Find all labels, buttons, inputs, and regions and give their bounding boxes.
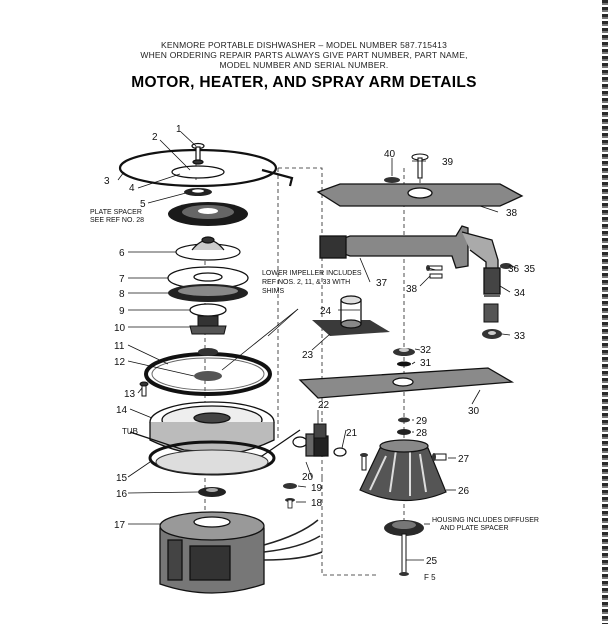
bolt-part-39	[411, 153, 429, 179]
note-housing-2: AND PLATE SPACER	[440, 525, 509, 532]
bolt-part-1	[191, 142, 205, 165]
label-part-1: 1	[176, 124, 182, 135]
hub-plate-part-4	[171, 165, 225, 179]
housing-part-26	[359, 439, 447, 502]
label-part-15: 15	[116, 473, 128, 484]
label-part-23: 23	[302, 350, 314, 361]
header-ordering-line: WHEN ORDERING REPAIR PARTS ALWAYS GIVE P…	[140, 50, 468, 60]
label-part-36: 36	[508, 264, 520, 275]
note-housing-1: HOUSING INCLUDES DIFFUSER	[432, 517, 539, 524]
nut-part-32	[393, 348, 415, 356]
lower-spray-arm-part-30	[298, 367, 515, 399]
fitting-part-33	[482, 303, 502, 339]
heater-clip-part-22	[313, 423, 327, 439]
label-part-12: 12	[114, 357, 126, 368]
screw-part-38b	[429, 273, 443, 279]
note-plate-spacer-2: SEE REF NO. 28	[90, 217, 144, 224]
label-part-38-upper: 38	[506, 208, 518, 219]
bolt-part-25	[399, 533, 409, 576]
spacer-part-29	[398, 417, 410, 423]
label-part-4: 4	[129, 183, 135, 194]
label-part-22: 22	[318, 400, 330, 411]
label-part-21: 21	[346, 428, 358, 439]
label-part-29: 29	[416, 416, 428, 427]
label-part-33: 33	[514, 331, 526, 342]
washer-part-5	[184, 188, 212, 196]
page-number: F 5	[424, 573, 436, 582]
pump-base-part-14	[149, 401, 275, 456]
screw-part-18	[285, 498, 295, 509]
label-part-26: 26	[458, 486, 470, 497]
scan-edge	[602, 0, 608, 624]
heater-clip-part-21	[333, 447, 347, 457]
label-part-3: 3	[104, 176, 110, 187]
bushing-part-24	[340, 295, 362, 329]
label-part-20: 20	[302, 472, 314, 483]
mount-ring-part-15	[148, 440, 276, 476]
label-part-6: 6	[119, 248, 125, 259]
seal-part-8	[168, 284, 248, 302]
plate-spacer-ring	[168, 202, 248, 226]
label-part-24: 24	[320, 306, 332, 317]
label-part-16: 16	[116, 489, 128, 500]
label-part-34: 34	[514, 288, 526, 299]
cover-part-6	[175, 236, 241, 261]
label-part-17: 17	[114, 520, 126, 531]
label-part-11: 11	[114, 341, 125, 352]
washer-part-31	[397, 361, 411, 367]
screw-part-13	[139, 381, 149, 397]
heater-clip-part-20	[292, 433, 329, 457]
label-part-40: 40	[384, 149, 396, 160]
label-part-19: 19	[311, 483, 323, 494]
diffuser-part	[384, 520, 424, 536]
screw-part-26b	[360, 453, 368, 471]
header-model-line: KENMORE PORTABLE DISHWASHER – MODEL NUMB…	[161, 40, 447, 50]
label-part-10: 10	[114, 323, 126, 334]
label-part-9: 9	[119, 306, 125, 317]
coupling-part-16	[198, 487, 226, 497]
note-plate-spacer-1: PLATE SPACER	[90, 209, 142, 216]
washer-part-40	[384, 177, 400, 183]
label-part-27: 27	[458, 454, 470, 465]
note-impeller-2: REF NOS. 2, 11, & 33 WITH	[262, 279, 350, 286]
label-part-8: 8	[119, 289, 125, 300]
label-part-7: 7	[119, 274, 125, 285]
leader-lines	[117, 131, 517, 561]
washer-part-28	[397, 429, 411, 435]
label-part-39: 39	[442, 157, 454, 168]
ring-part-9	[189, 303, 227, 317]
hose-part-34	[483, 267, 501, 297]
label-part-30: 30	[468, 406, 480, 417]
note-impeller-3: SHIMS	[262, 288, 285, 295]
clip-part-35	[500, 263, 512, 269]
page-title: MOTOR, HEATER, AND SPRAY ARM DETAILS	[131, 74, 477, 91]
label-part-25: 25	[426, 556, 438, 567]
motor-part-17	[159, 511, 323, 594]
label-tub: TUB	[122, 427, 138, 436]
upper-spray-arm-part-38	[316, 183, 524, 207]
label-part-32: 32	[420, 345, 432, 356]
label-part-38-lower: 38	[406, 284, 418, 295]
label-part-13: 13	[124, 389, 136, 400]
label-part-28: 28	[416, 428, 428, 439]
nut-part-19	[283, 483, 297, 489]
screw-part-27	[432, 453, 447, 461]
impeller-part-12	[194, 348, 222, 381]
impeller-part-10	[189, 315, 227, 335]
header-serial-line: MODEL NUMBER AND SERIAL NUMBER.	[219, 60, 389, 70]
label-part-37: 37	[376, 278, 388, 289]
note-impeller-1: LOWER IMPELLER INCLUDES	[262, 270, 362, 277]
label-part-5: 5	[140, 199, 146, 210]
label-part-35: 35	[524, 264, 536, 275]
label-part-18: 18	[311, 498, 323, 509]
label-part-14: 14	[116, 405, 128, 416]
label-part-31: 31	[420, 358, 432, 369]
label-part-2: 2	[152, 132, 158, 143]
